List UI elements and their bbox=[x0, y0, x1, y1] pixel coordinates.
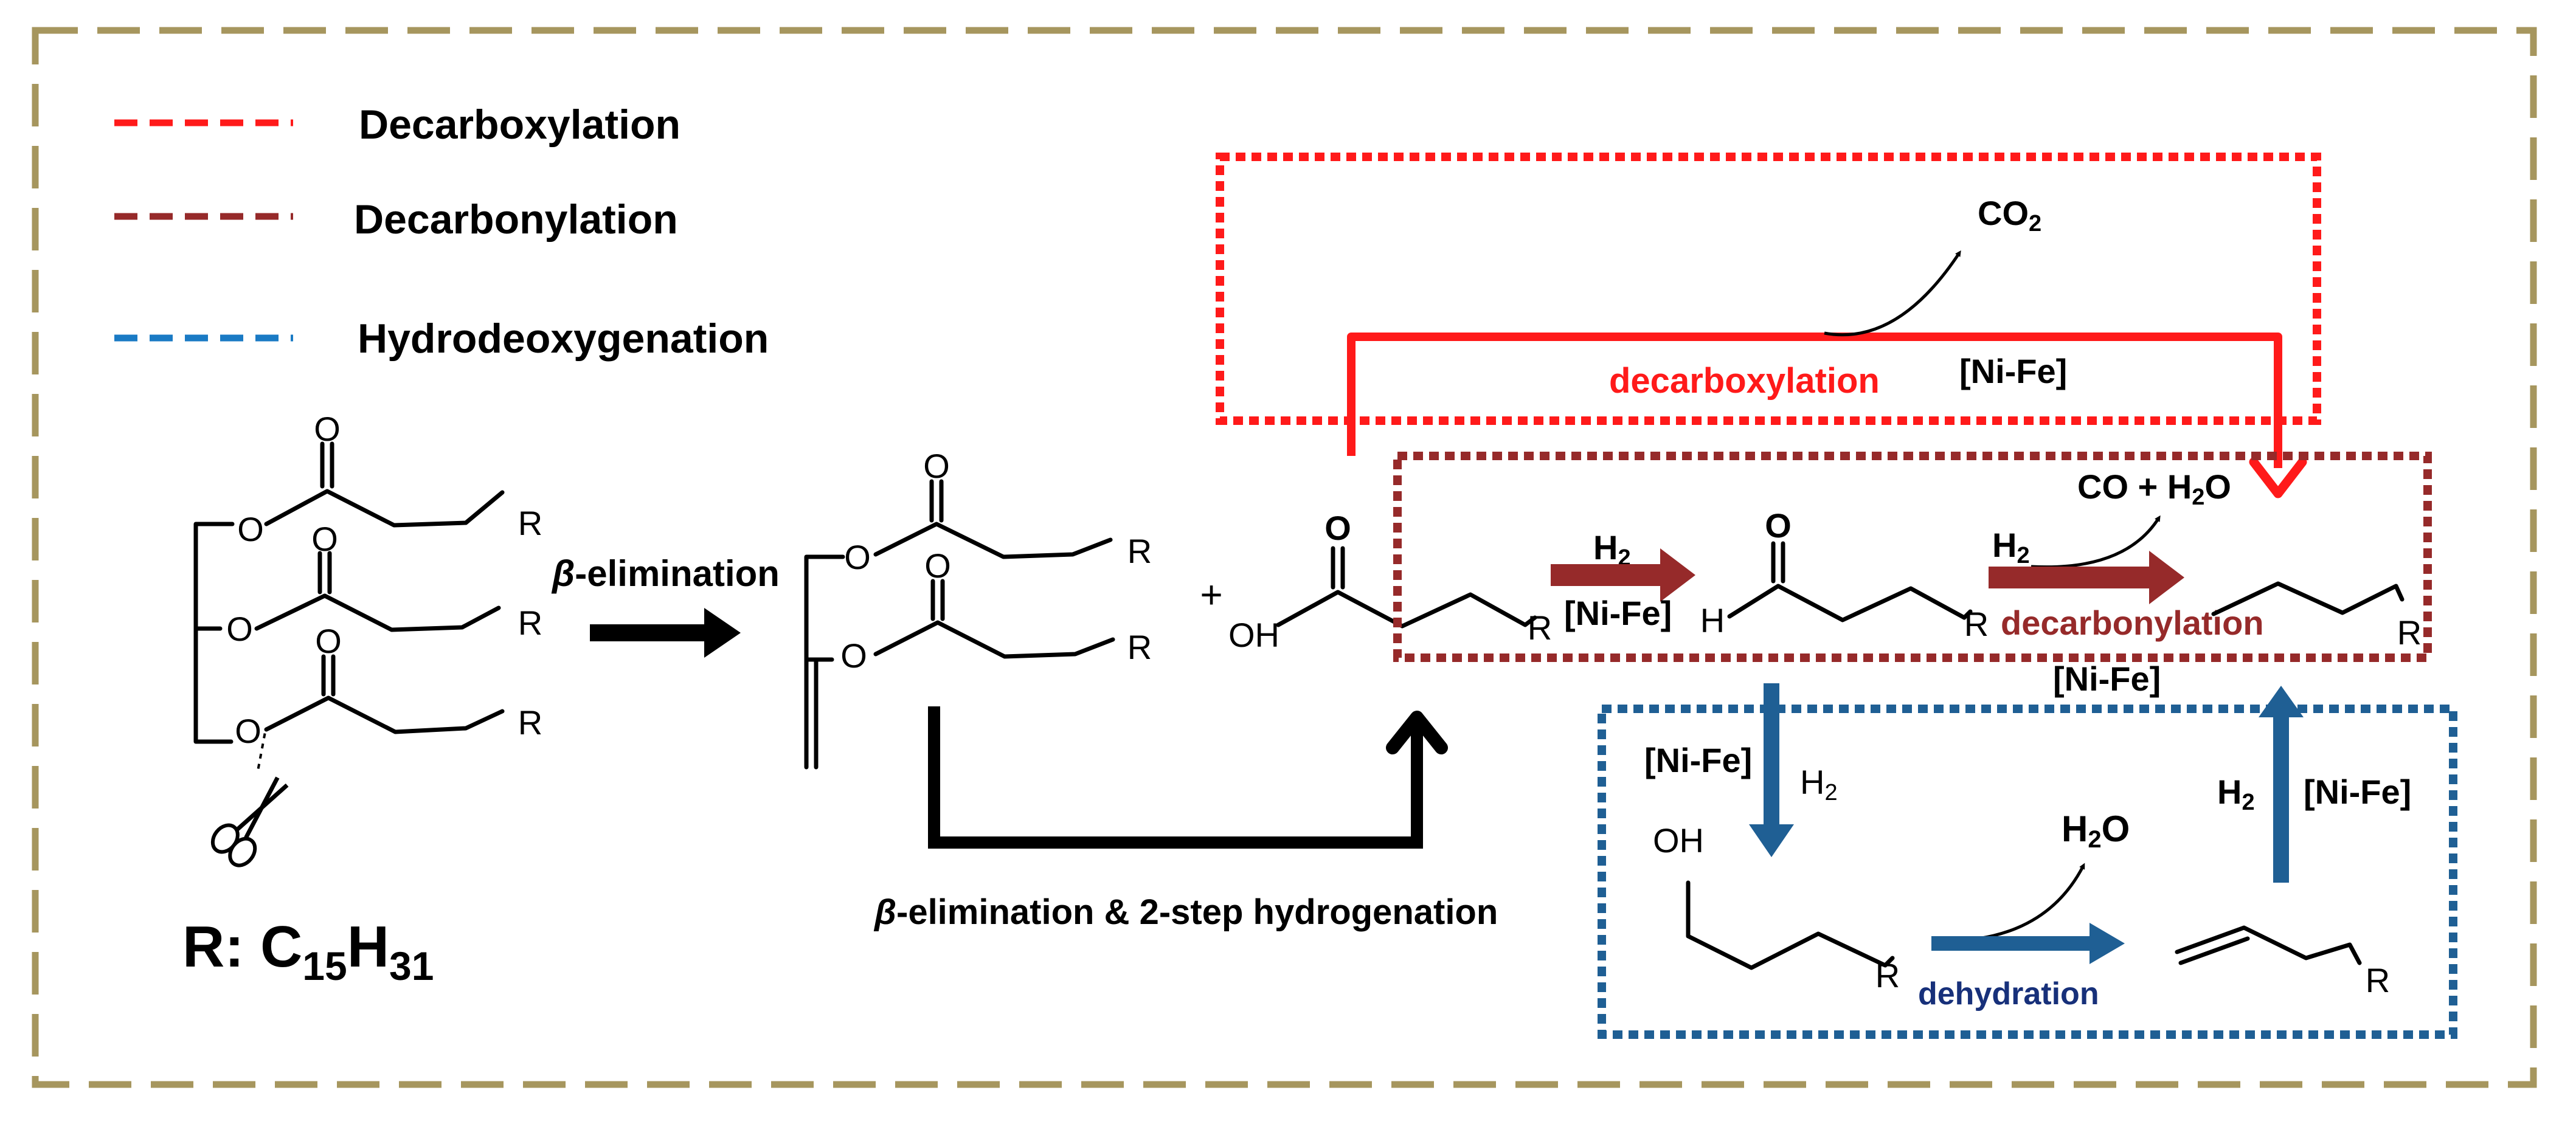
atom-oxygen: O bbox=[1324, 509, 1351, 547]
h2o-label: H2O bbox=[2062, 809, 2130, 853]
h2o-release-arrow bbox=[1937, 863, 2085, 943]
diglyceride-molecule: O O R O O R bbox=[804, 447, 1152, 770]
decarboxylation-catalyst-label: [Ni-Fe] bbox=[1959, 352, 2067, 390]
hydrogenation-route-arrowhead bbox=[1386, 711, 1448, 754]
beta-elimination-label: β-elimination bbox=[551, 553, 780, 594]
aldehyde-molecule: H O R bbox=[1700, 506, 1989, 643]
atom-oxygen: O bbox=[923, 447, 950, 485]
atom-oxygen: O bbox=[840, 636, 867, 675]
atom-oxygen: O bbox=[311, 520, 338, 558]
r-group-label: R bbox=[1127, 532, 1152, 570]
aldehyde-formation-arrow bbox=[1551, 548, 1695, 602]
fatty-acid-molecule: + OH O R bbox=[1200, 509, 1552, 654]
alcohol-molecule: OH R bbox=[1653, 821, 1900, 995]
decarbonylation-catalyst-label: [Ni-Fe] bbox=[2053, 660, 2161, 698]
legend-decarboxylation-label: Decarboxylation bbox=[359, 102, 680, 148]
r-group-label: R bbox=[1964, 605, 1989, 643]
hydrogenation-route-arrow bbox=[928, 706, 1423, 849]
alkene-catalyst-label: [Ni-Fe] bbox=[2304, 773, 2411, 811]
r-group-label: R bbox=[518, 504, 542, 542]
outer-frame bbox=[32, 27, 2537, 1088]
atom-hydrogen: H bbox=[1700, 601, 1725, 640]
r-group-label: R bbox=[1875, 956, 1900, 995]
co2-label: CO2 bbox=[1978, 194, 2041, 236]
atom-oxygen: O bbox=[314, 410, 341, 448]
legend-hydrodeoxygenation-label: Hydrodeoxygenation bbox=[358, 315, 769, 362]
aldehyde-catalyst-label: [Ni-Fe] bbox=[1564, 594, 1672, 632]
atom-oxygen: O bbox=[237, 510, 264, 548]
co2-release-arrow bbox=[1824, 250, 1961, 337]
beta-elimination-arrow bbox=[590, 608, 741, 658]
decarboxylation-route-arrow bbox=[1347, 333, 2282, 468]
r-group-label: R bbox=[518, 703, 542, 742]
h2-label: H2 bbox=[2217, 773, 2255, 815]
alkane-product-molecule: R bbox=[2211, 581, 2422, 652]
r-group-label: R bbox=[1127, 628, 1152, 666]
alcohol-formation-arrow bbox=[1749, 683, 1794, 857]
alcohol-catalyst-label: [Ni-Fe] bbox=[1644, 741, 1752, 779]
co-h2o-release-arrow bbox=[2031, 515, 2161, 569]
hydrodeoxygenation-region bbox=[1598, 705, 2457, 1039]
atom-oxygen: O bbox=[1765, 506, 1792, 545]
r-group-label: R bbox=[2397, 613, 2422, 652]
atom-oxygen: O bbox=[235, 712, 261, 750]
r-group-label: R bbox=[1528, 609, 1552, 647]
decarbonylation-region bbox=[1393, 452, 2432, 662]
atom-oxygen: O bbox=[226, 610, 253, 648]
scissors-icon bbox=[210, 729, 289, 867]
atom-oxygen: O bbox=[844, 538, 871, 576]
r-group-label: R bbox=[2366, 961, 2390, 999]
decarboxylation-route-arrowhead bbox=[2249, 457, 2307, 498]
co-h2o-label: CO + H2O bbox=[2077, 467, 2231, 510]
atom-hydroxyl: OH bbox=[1228, 616, 1279, 654]
dehydration-arrow bbox=[1931, 923, 2125, 964]
r-group-definition: R: C15H31 bbox=[182, 914, 434, 988]
alkene-molecule: R bbox=[2175, 925, 2390, 999]
r-group-label: R bbox=[518, 604, 542, 642]
alkene-hydrogenation-arrow bbox=[2259, 686, 2304, 883]
atom-oxygen: O bbox=[924, 546, 951, 585]
h2-label: H2 bbox=[1992, 526, 2030, 568]
triglyceride-molecule: O O R O O R O O R bbox=[193, 410, 542, 750]
decarbonylation-arrow bbox=[1989, 551, 2184, 604]
h2-label: H2 bbox=[1800, 763, 1838, 805]
atom-oxygen: O bbox=[315, 622, 342, 660]
atom-hydroxyl: OH bbox=[1653, 821, 1704, 860]
decarboxylation-route-label: decarboxylation bbox=[1609, 361, 1880, 401]
legend-decarbonylation-label: Decarbonylation bbox=[354, 196, 678, 243]
dehydration-label: dehydration bbox=[1918, 976, 2099, 1012]
hydrogenation-route-label: β-elimination & 2-step hydrogenation bbox=[873, 892, 1498, 932]
plus-sign: + bbox=[1200, 573, 1222, 616]
legend: Decarboxylation Decarbonylation Hydrodeo… bbox=[114, 102, 769, 362]
